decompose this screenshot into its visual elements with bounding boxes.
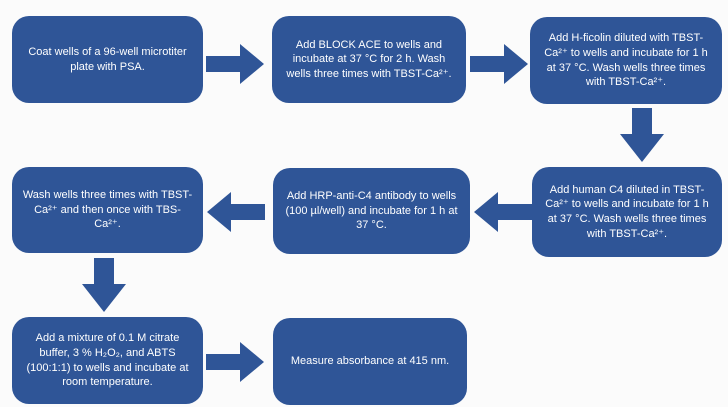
flow-step-hrp-anti-c4: Add HRP-anti-C4 antibody to wells (100 µ… xyxy=(273,168,470,254)
flow-step-wash-wells: Wash wells three times with TBST-Ca²⁺ an… xyxy=(12,167,203,253)
flow-step-text: Add HRP-anti-C4 antibody to wells (100 µ… xyxy=(285,190,458,232)
arrow-right-icon xyxy=(206,342,264,382)
flow-step-text: Measure absorbance at 415 nm. xyxy=(290,355,450,368)
flow-step-human-c4: Add human C4 diluted in TBST-Ca²⁺ to wel… xyxy=(532,167,722,257)
arrow-down-icon xyxy=(620,108,664,162)
flow-step-abts-substrate: Add a mixture of 0.1 M citrate buffer, 3… xyxy=(12,317,203,404)
arrow-left-icon xyxy=(474,192,532,232)
flow-step-text: Add human C4 diluted in TBST-Ca²⁺ to wel… xyxy=(545,183,709,240)
arrow-down-icon xyxy=(82,258,126,312)
flow-step-text: Add H-ficolin diluted with TBST-Ca²⁺ to … xyxy=(544,32,708,89)
flow-step-text: Coat wells of a 96-well microtiter plate… xyxy=(28,45,187,73)
flow-step-h-ficolin: Add H-ficolin diluted with TBST-Ca²⁺ to … xyxy=(530,17,722,104)
flow-step-block-ace: Add BLOCK ACE to wells and incubate at 3… xyxy=(272,16,466,103)
flow-step-measure-absorbance: Measure absorbance at 415 nm. xyxy=(273,318,467,405)
flow-step-coat-psa: Coat wells of a 96-well microtiter plate… xyxy=(12,16,203,103)
arrow-right-icon xyxy=(470,44,528,84)
flow-step-text: Add BLOCK ACE to wells and incubate at 3… xyxy=(286,38,452,80)
flow-step-text: Wash wells three times with TBST-Ca²⁺ an… xyxy=(22,189,193,231)
arrow-right-icon xyxy=(206,44,264,84)
flow-step-text: Add a mixture of 0.1 M citrate buffer, 3… xyxy=(26,332,189,389)
arrow-left-icon xyxy=(207,192,265,232)
